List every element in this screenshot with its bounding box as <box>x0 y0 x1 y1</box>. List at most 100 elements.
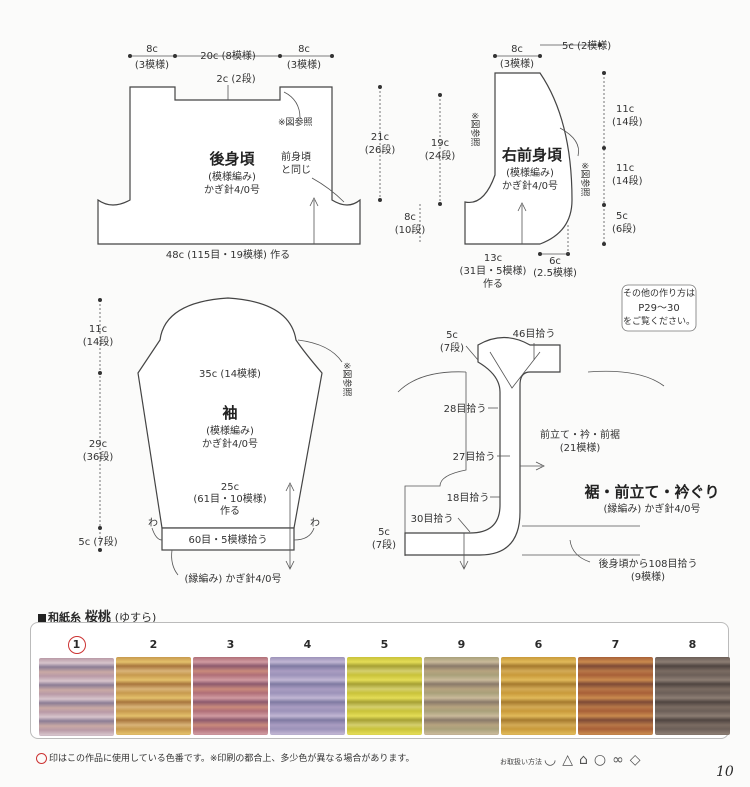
collar-width-sub: (7段) <box>440 341 464 354</box>
swatch-item: 7 <box>578 633 653 735</box>
sleeve-ref-note: ※図参照 <box>341 362 353 397</box>
front-r2: 11c <box>616 163 634 174</box>
ref-line2: P29～30 <box>638 303 679 314</box>
front-r1-sub: (14段) <box>612 115 643 128</box>
swatch-number: 6 <box>534 638 543 651</box>
sleeve-sub2: かぎ針4/0号 <box>202 437 258 450</box>
back-piece: 8c (3模様) 20c (8模様) 8c (3模様) 2c (2段) ※図参照… <box>97 44 395 261</box>
front-ref-note-right: ※図参照 <box>579 162 591 197</box>
sleeve-cuff-height: 5c (7段) <box>78 535 117 548</box>
front-bottom: 13c <box>484 253 502 264</box>
pattern-diagram: 8c (3模様) 20c (8模様) 8c (3模様) 2c (2段) ※図参照… <box>78 39 720 585</box>
edging-diagram: 5c (7段) 46目拾う 28目拾う 27目拾う 18目拾う 30目拾う 前立… <box>372 327 720 583</box>
sleeve-cuff-note: (縁編み) かぎ針4/0号 <box>184 572 281 585</box>
back-ref-note: ※図参照 <box>278 116 313 128</box>
swatch-image <box>193 657 268 735</box>
swatch-item: 5 <box>347 633 422 735</box>
yarn-name: 桜桃 <box>84 610 111 625</box>
sleeve-cuff <box>161 527 295 551</box>
front-side-sub: (10段) <box>395 223 426 236</box>
band-sub: (21模様) <box>560 441 601 454</box>
pick-30: 30目拾う <box>411 512 454 525</box>
collar-width: 5c <box>446 330 458 341</box>
front-bottom-right: 6c <box>549 256 561 267</box>
page-number: 10 <box>716 764 734 780</box>
swatch-image <box>39 658 114 736</box>
sleeve-width: 35c (14模様) <box>199 367 261 380</box>
bullet-square-icon <box>38 614 46 622</box>
back-neck: 2c (2段) <box>216 72 255 85</box>
swatch-image <box>655 657 730 735</box>
footer-note: 印はこの作品に使用している色番です。※印刷の都合上、多少色が異なる場合があります… <box>36 751 414 764</box>
swatch-item: 1 <box>39 633 114 736</box>
swatch-number: 2 <box>149 638 158 651</box>
front-sub1: (模様編み) <box>506 166 554 179</box>
front-side: 8c <box>404 212 416 223</box>
front-top-sub: (3模様) <box>500 57 534 70</box>
hang-dry-icon: ◇ <box>629 752 647 768</box>
iron-icon: ⌂ <box>579 752 594 768</box>
sleeve-height-sub: (36段) <box>83 450 114 463</box>
circle-mark-icon <box>36 753 47 764</box>
back-top-mid: 20c (8模様) <box>200 49 256 62</box>
dry-clean-circle-icon: ○ <box>593 752 613 768</box>
footer-note-text: 印はこの作品に使用している色番です。※印刷の都合上、多少色が異なる場合があります… <box>49 754 415 764</box>
back-bottom: 48c (115目・19模様) 作る <box>166 248 290 261</box>
sleeve-title: 袖 <box>222 404 237 422</box>
front-outline <box>464 72 573 245</box>
yarn-reading: (ゆすら) <box>114 611 157 624</box>
band-label: 前立て・衿・前裾 <box>540 428 620 441</box>
wring-icon: ∞ <box>612 752 630 768</box>
sleeve-wa-left: わ <box>148 517 158 529</box>
ref-line1: その他の作り方は <box>623 287 695 299</box>
front-r1: 11c <box>616 104 634 115</box>
swatch-image <box>501 657 576 735</box>
hem-height: 5c <box>378 527 390 538</box>
swatch-number: 4 <box>303 638 312 651</box>
sleeve-cap-sub: (14段) <box>83 335 114 348</box>
front-piece: 8c (3模様) 5c (2模様) ※図参照 19c (24段) 右前身頃 (模… <box>395 39 643 290</box>
swatch-item: 4 <box>270 633 345 735</box>
back-sub2: かぎ針4/0号 <box>204 183 260 196</box>
pick-46: 46目拾う <box>513 327 556 340</box>
swatch-item: 3 <box>193 633 268 735</box>
swatch-number: 9 <box>457 638 466 651</box>
front-sub2: かぎ針4/0号 <box>502 179 558 192</box>
swatch-number: 1 <box>67 636 86 654</box>
front-bottom-right-sub: (2.5模様) <box>533 266 577 279</box>
back-top-left-sub: (3模様) <box>135 58 169 71</box>
front-r3-sub: (6段) <box>612 222 636 235</box>
back-height: 21c <box>371 132 389 143</box>
band-outline <box>404 336 561 556</box>
sleeve-cuff-width-sub1: (61目・10模様) <box>193 492 266 505</box>
swatch-image <box>270 657 345 735</box>
front-top-right: 5c (2模様) <box>562 39 611 52</box>
front-r2-sub: (14段) <box>612 174 643 187</box>
swatch-item: 8 <box>655 633 730 735</box>
pick-27: 27目拾う <box>453 450 496 463</box>
swatch-number: 8 <box>688 638 697 651</box>
hem-height-sub: (7段) <box>372 538 396 551</box>
swatch-image <box>347 657 422 735</box>
swatch-number: 5 <box>380 638 389 651</box>
yarn-title: 和紙糸 桜桃 (ゆすら) <box>38 606 156 625</box>
back-outline <box>97 86 361 245</box>
swatch-number: 7 <box>611 638 620 651</box>
edging-title: 裾・前立て・衿ぐり <box>584 483 719 501</box>
swatch-panel: 1 2 3 4 5 9 6 7 8 <box>30 622 730 739</box>
front-r3: 5c <box>616 211 628 222</box>
swatch-item: 6 <box>501 633 576 735</box>
sleeve-sub1: (模様編み) <box>206 424 254 437</box>
front-bottom-sub2: 作る <box>483 278 503 290</box>
front-bottom-sub1: (31目・5模様) <box>460 264 527 277</box>
back-same-note1: 前身頃 <box>281 150 311 163</box>
swatch-number: 3 <box>226 638 235 651</box>
front-title: 右前身頃 <box>502 146 563 164</box>
sleeve-height: 29c <box>89 439 107 450</box>
back-top-left: 8c <box>146 44 158 55</box>
sleeve-wa-right: わ <box>310 517 320 529</box>
pick-28: 28目拾う <box>444 402 487 415</box>
pick-18: 18目拾う <box>447 491 490 504</box>
swatch-item: 2 <box>116 633 191 735</box>
reference-box: その他の作り方は P29～30 をご覧ください。 <box>621 284 697 332</box>
